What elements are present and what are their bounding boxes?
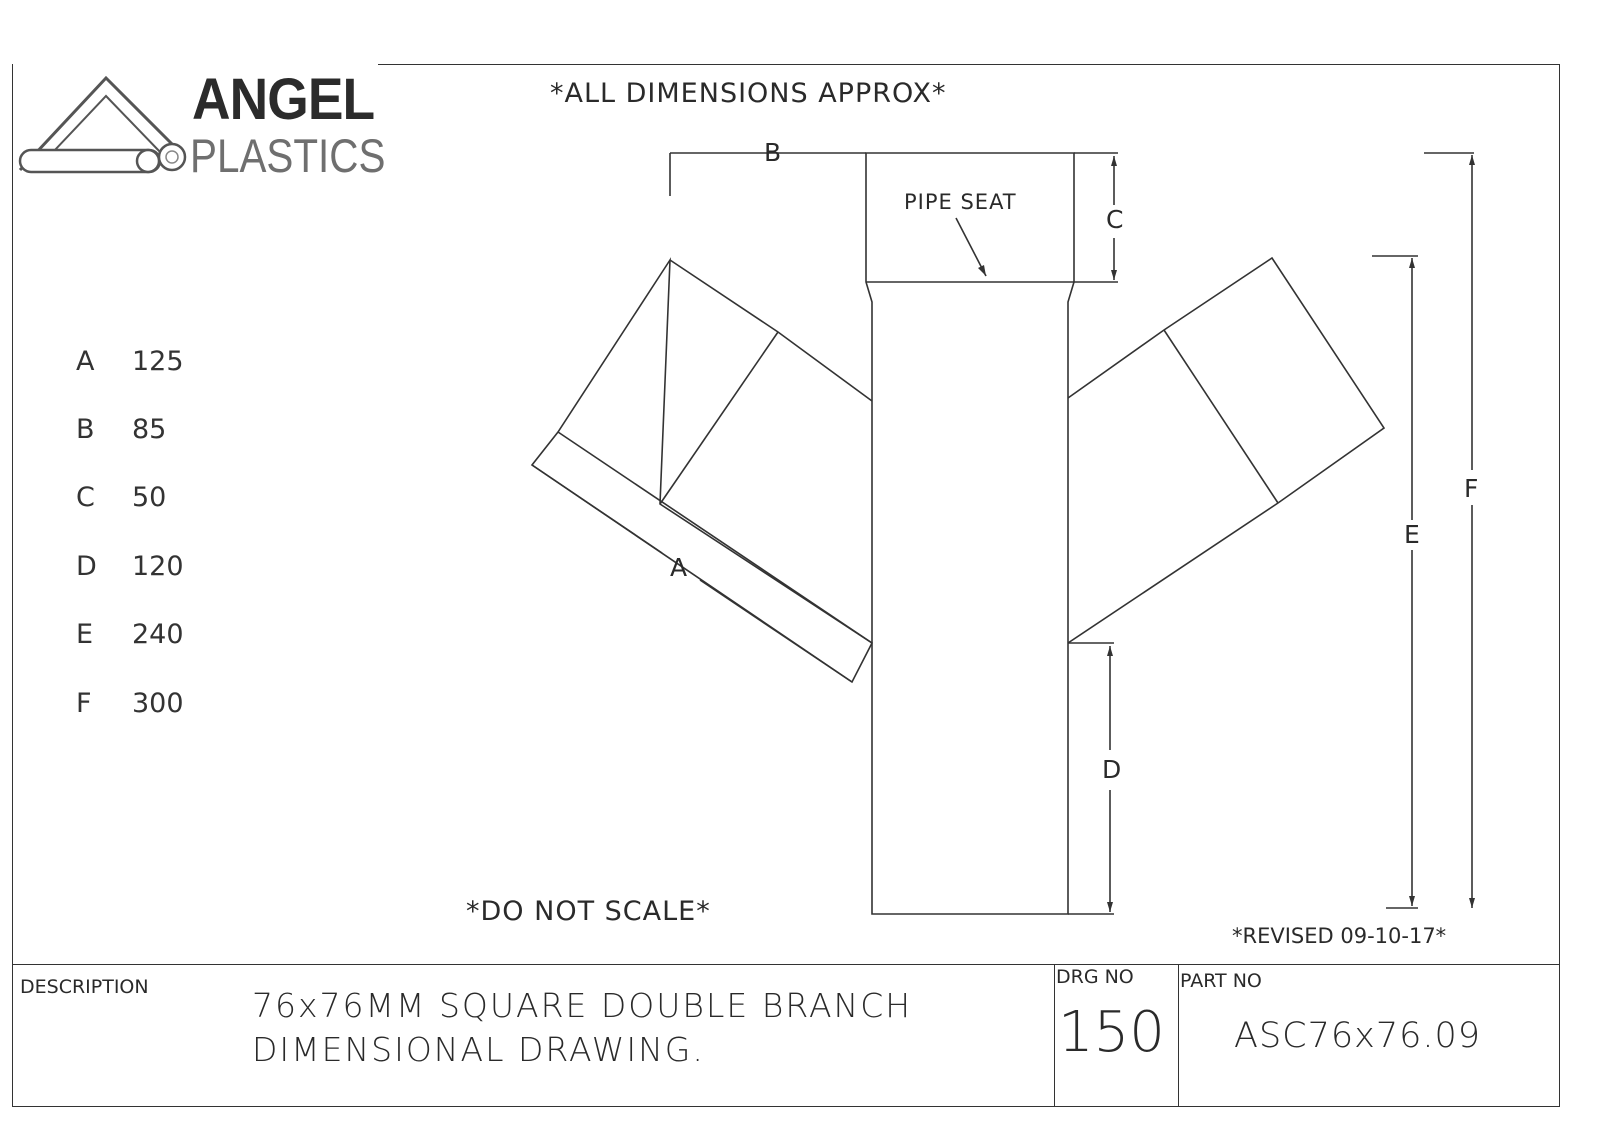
dim-label-c: C: [1106, 205, 1124, 234]
dim-label-b: B: [764, 138, 782, 167]
dimension-value: 85: [132, 414, 167, 445]
dimension-key: A: [76, 346, 95, 377]
drawing-border-top: [378, 64, 1560, 65]
dimension-value: 240: [132, 619, 184, 650]
left-branch-outline: [530, 257, 874, 684]
dimension-value: 300: [132, 688, 184, 719]
drg-no-divider: [1054, 964, 1055, 1106]
dimension-key: D: [76, 551, 97, 582]
dimension-value: 50: [132, 482, 167, 513]
description-label: DESCRIPTION: [20, 976, 149, 998]
right-branch-outline: [1067, 256, 1386, 644]
drg-no-label: DRG NO: [1056, 966, 1134, 988]
part-no-label: PART NO: [1180, 970, 1262, 992]
dimension-value: 125: [132, 346, 184, 377]
dim-label-e: E: [1404, 520, 1420, 549]
dim-label-f: F: [1464, 474, 1479, 503]
dimension-key: F: [76, 688, 92, 719]
note-all-dimensions-approx: *ALL DIMENSIONS APPROX*: [550, 78, 947, 109]
logo-brand-top: ANGEL: [192, 67, 375, 132]
pipe-seat-label: PIPE SEAT: [904, 190, 1017, 214]
drg-no-value: 150: [1058, 1000, 1165, 1065]
drawing-border: [12, 64, 1560, 1107]
title-block-divider: [12, 964, 1560, 965]
note-do-not-scale: *DO NOT SCALE*: [466, 896, 711, 927]
dimension-value: 120: [132, 551, 184, 582]
part-no-value: ASC76x76.09: [1234, 1016, 1482, 1056]
note-revised-date: *REVISED 09-10-17*: [1232, 924, 1447, 948]
logo-triangle-icon: [18, 75, 187, 174]
part-no-divider: [1178, 964, 1179, 1106]
dim-label-a: A: [670, 553, 688, 582]
description-line-2: DIMENSIONAL DRAWING.: [252, 1030, 705, 1069]
dimension-key: B: [76, 414, 95, 445]
logo-brand-bottom: PLASTICS: [190, 129, 386, 182]
dimension-key: C: [76, 482, 95, 513]
dimension-key: E: [76, 619, 94, 650]
dim-label-d: D: [1102, 755, 1122, 784]
main-body-outline: [865, 152, 1075, 915]
description-line-1: 76x76MM SQUARE DOUBLE BRANCH: [252, 986, 913, 1025]
